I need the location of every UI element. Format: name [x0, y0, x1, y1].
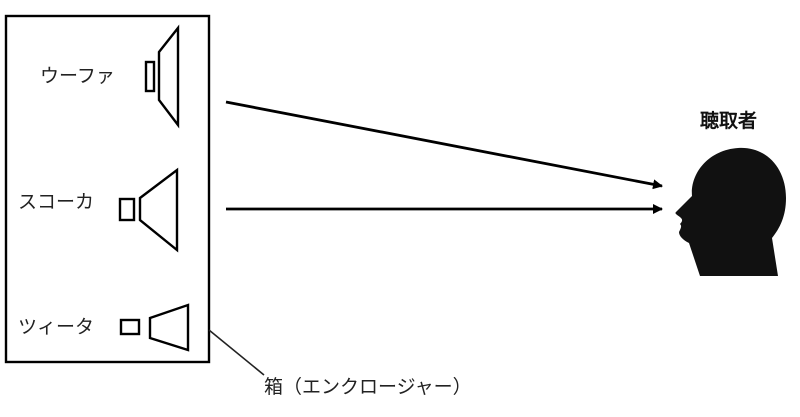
tweeter-magnet [119, 318, 141, 336]
woofer-cone [157, 24, 180, 129]
squawker: スコーカ [18, 167, 179, 253]
woofer-label: ウーファ [40, 65, 115, 87]
squawker-label: スコーカ [18, 191, 94, 213]
enclosure-label: 箱（エンクロージャー） [264, 376, 472, 398]
woofer: ウーファ [40, 24, 180, 129]
tweeter-label: ツィータ [18, 316, 94, 338]
listener-head-icon [675, 147, 786, 276]
woofer-magnet [144, 60, 156, 93]
enclosure-leader-line [208, 329, 265, 376]
squawker-magnet [118, 197, 136, 222]
tweeter-cone [148, 303, 190, 352]
tweeter: ツィータ [18, 303, 190, 352]
sound-path-arrow-upper [225, 100, 663, 190]
listener-label: 聴取者 [700, 110, 757, 132]
squawker-cone [138, 167, 179, 253]
enclosure-box [4, 14, 211, 364]
